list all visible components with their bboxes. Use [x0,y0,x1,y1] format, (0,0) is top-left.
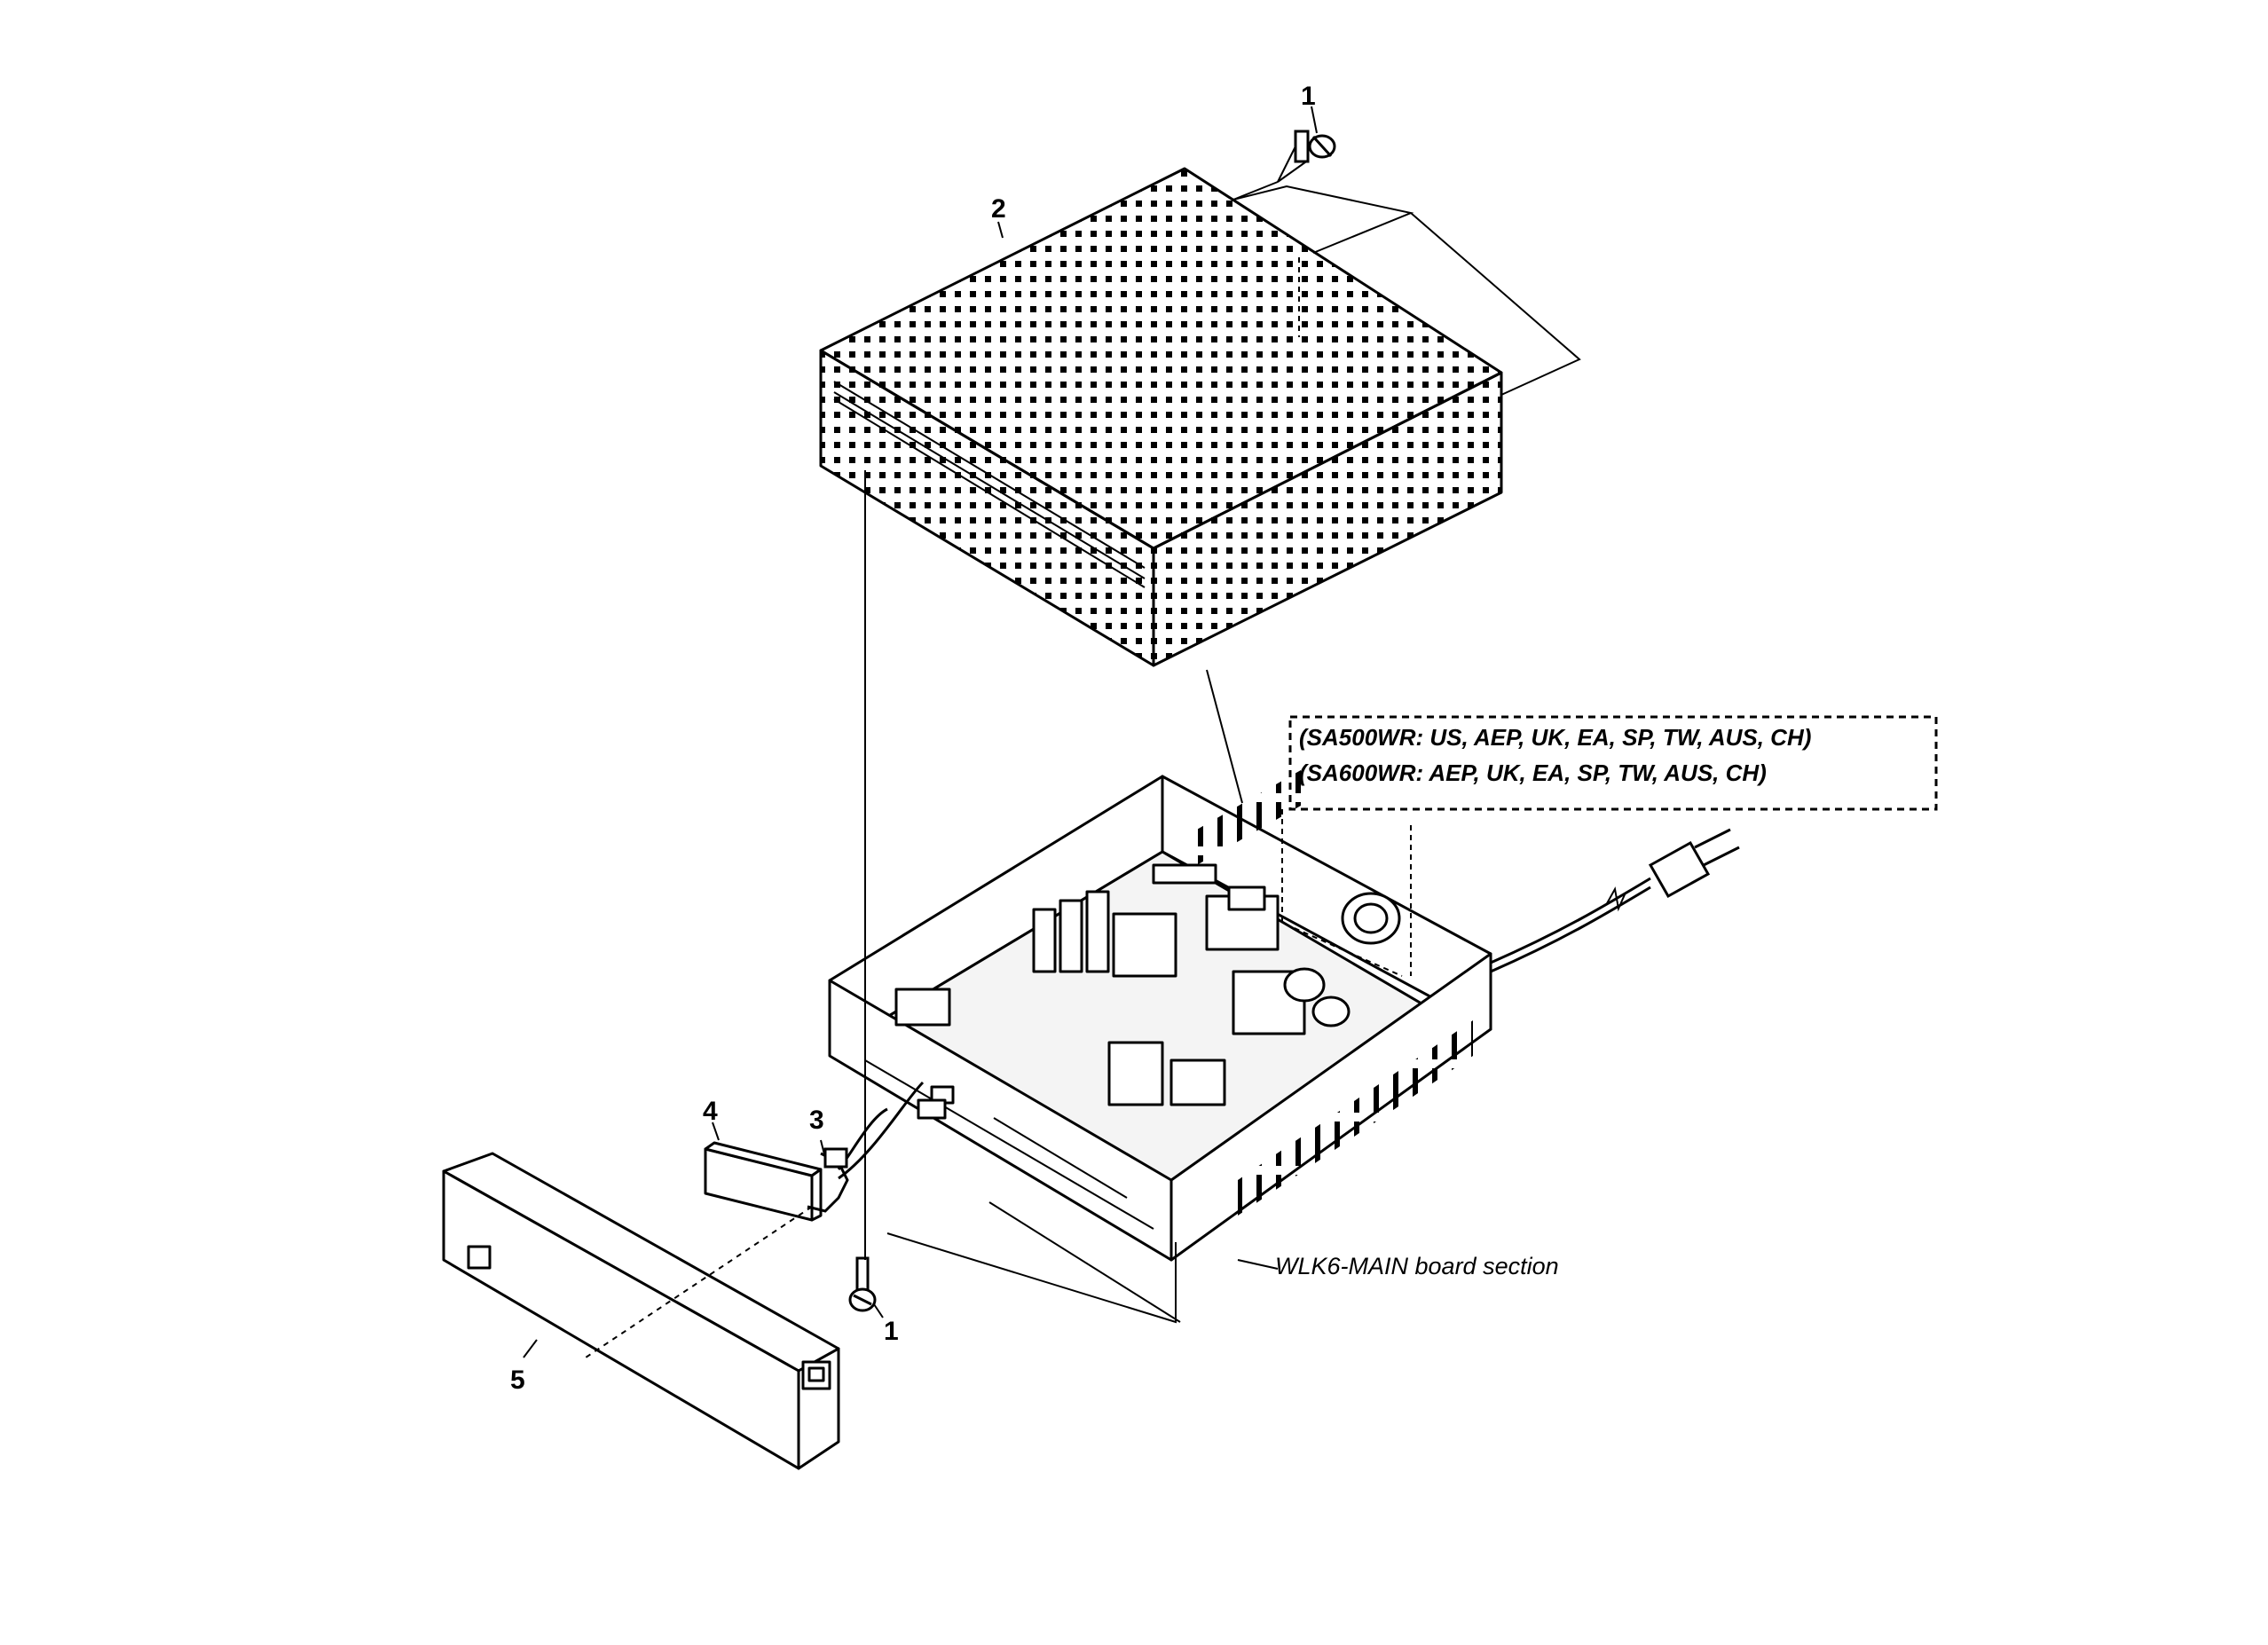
front-panel [442,1152,840,1470]
plug-body [1648,840,1711,899]
callout-4-led-window: 4 [703,1097,718,1126]
callout-1-top: 1 [1301,82,1316,111]
main-chassis [828,763,1492,1262]
perforated-cover [819,167,1503,667]
power-cord [1490,828,1740,973]
led-window [704,1141,823,1222]
section-caption: WLK6-MAIN board section [1275,1253,1559,1279]
variant-note-line1: (SA500WR: US, AEP, UK, EA, SP, TW, AUS, … [1299,724,1811,751]
screw-top [1294,130,1336,163]
variant-note-line2: (SA600WR: AEP, UK, EA, SP, TW, AUS, CH) [1299,760,1767,786]
callout-5-front-panel: 5 [510,1366,525,1395]
callout-2-cover: 2 [991,194,1006,224]
callout-1-bottom: 1 [884,1317,899,1346]
assembly-leader-lines [585,146,1581,1358]
callout-leaders [523,106,1318,1358]
callout-3-flex-cable: 3 [809,1106,824,1135]
screw-bottom [848,1256,877,1312]
variant-note-box [1288,715,1938,811]
